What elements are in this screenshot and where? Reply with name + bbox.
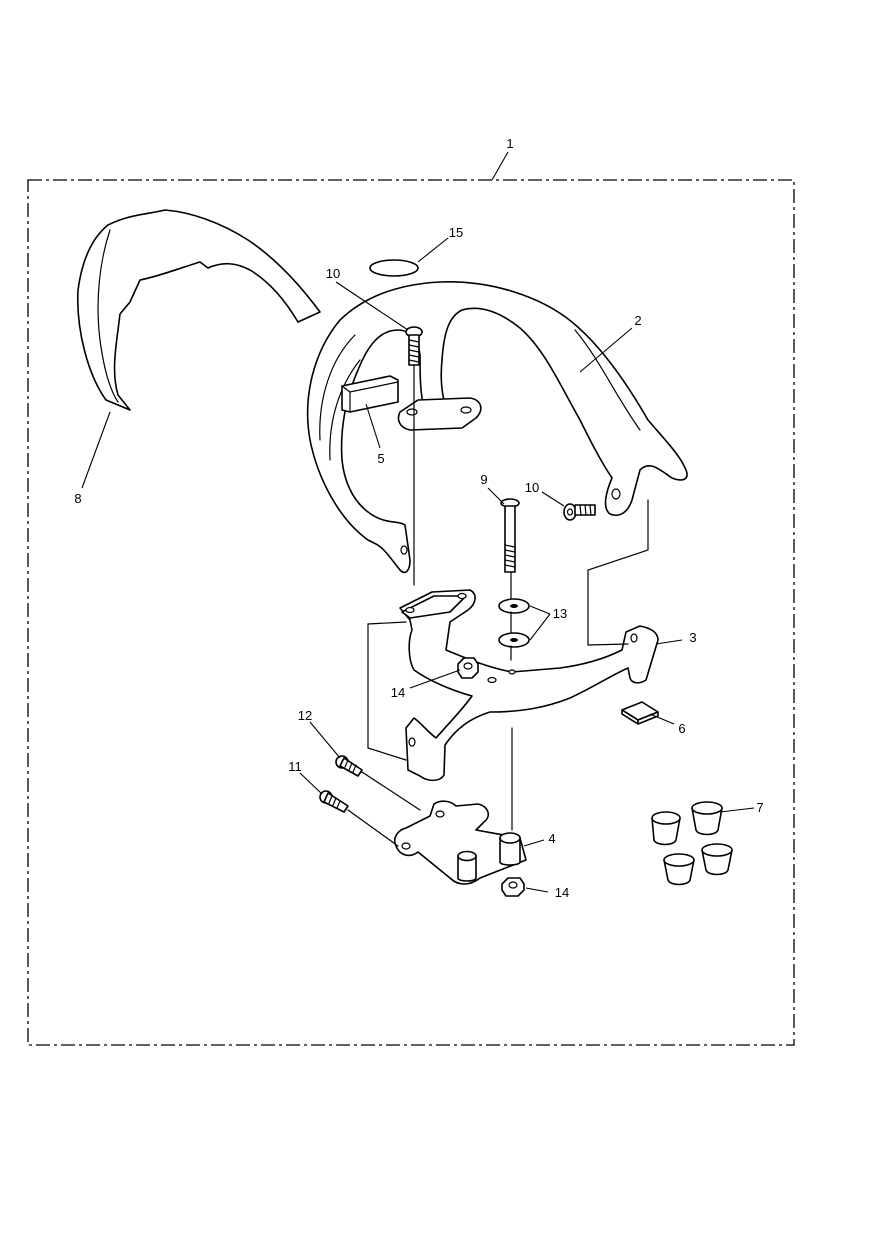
part-14-nut-upper [457, 657, 479, 679]
part-4-lower-bracket [393, 800, 527, 885]
part-7-rubber-buffers [651, 801, 733, 886]
callout-14-lower: 14 [555, 885, 569, 900]
callout-14-upper: 14 [391, 685, 405, 700]
assembly-lines [347, 364, 649, 847]
part-8-trim-strip [76, 209, 321, 411]
leader-lines [81, 151, 755, 893]
part-13-washers [498, 598, 530, 648]
part-2-grab-rail [306, 281, 688, 574]
callout-2: 2 [634, 313, 641, 328]
callout-13: 13 [553, 606, 567, 621]
callout-10-upper: 10 [326, 266, 340, 281]
part-6-small-pad [621, 701, 659, 725]
callout-1: 1 [506, 136, 513, 151]
part-14-nut-lower [501, 877, 525, 897]
part-5-rubber-pad [341, 375, 399, 413]
callout-12: 12 [298, 708, 312, 723]
part-15-o-ring [369, 259, 419, 277]
part-11-screw [319, 790, 349, 813]
part-10-bolt-upper [405, 326, 423, 366]
callout-5: 5 [377, 451, 384, 466]
callout-4: 4 [548, 831, 555, 846]
part-9-long-bolt [500, 498, 520, 573]
callout-8: 8 [74, 491, 81, 506]
callout-7: 7 [756, 800, 763, 815]
callout-9: 9 [480, 472, 487, 487]
part-3-main-bracket [399, 589, 659, 782]
kit-boundary-frame [27, 179, 795, 1046]
callout-10-right: 10 [525, 480, 539, 495]
callout-11: 11 [288, 759, 302, 774]
callout-labels: 1 2 3 4 5 6 7 8 9 10 10 11 12 13 14 14 1… [74, 136, 763, 900]
part-12-screw [335, 755, 363, 777]
callout-15: 15 [449, 225, 463, 240]
callout-6: 6 [678, 721, 685, 736]
callout-3: 3 [689, 630, 696, 645]
part-10-bolt-right [563, 503, 596, 521]
